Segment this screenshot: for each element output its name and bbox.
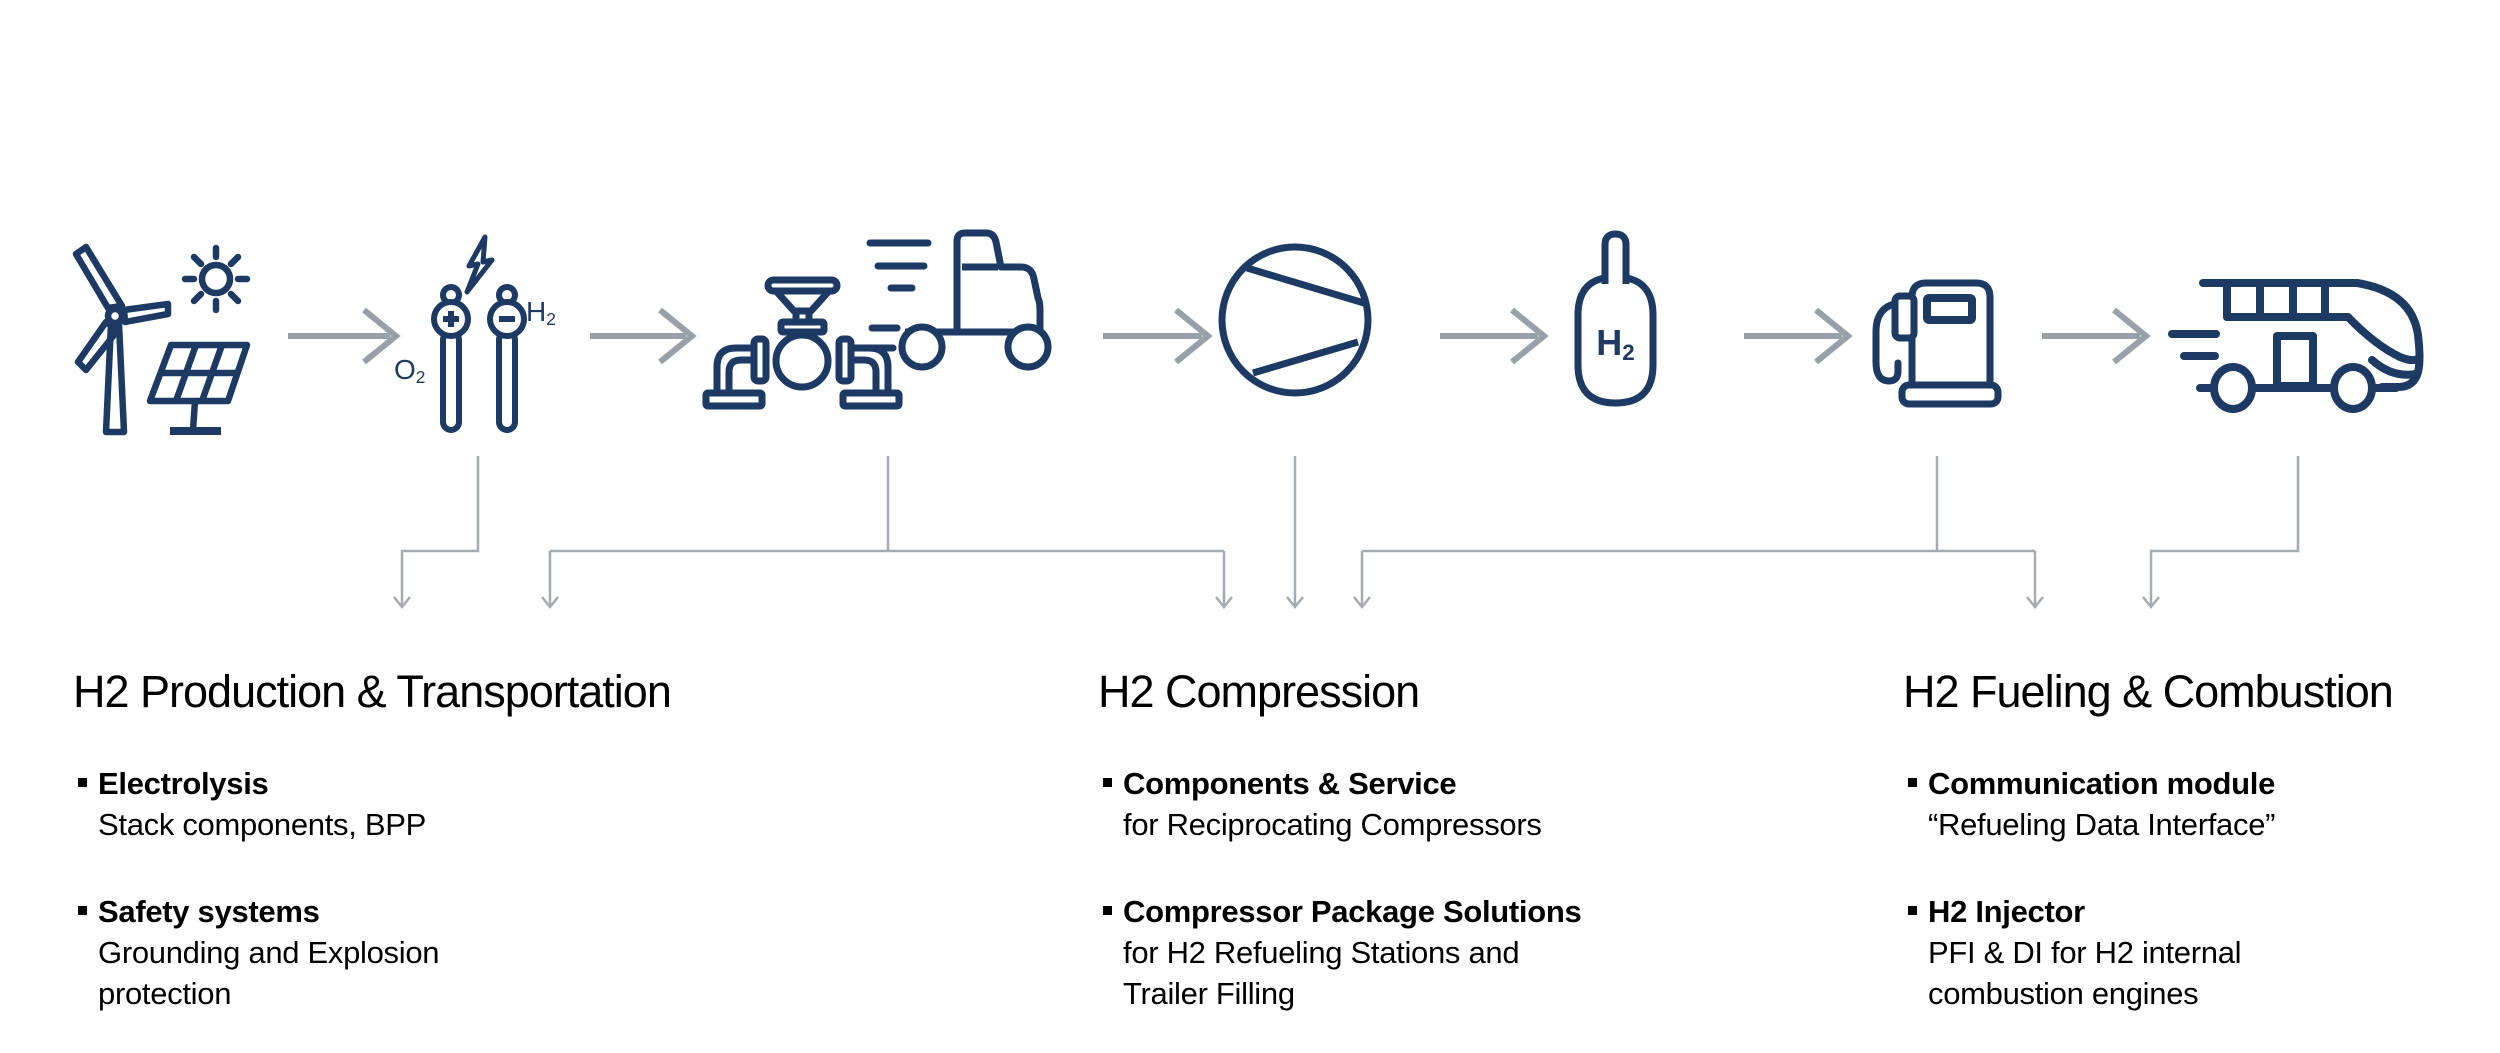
o2-subscript: 2 <box>415 366 426 387</box>
flow-arrow-1 <box>288 307 401 365</box>
tank-h2-label: H2 <box>1578 322 1653 366</box>
flow-arrow-6 <box>2042 307 2151 365</box>
connector-dispenser-branch <box>1353 456 2044 610</box>
bullet-content: H2 Injector PFI & DI for H2 internal com… <box>1928 891 2242 1014</box>
bullet-square-icon <box>1908 778 1917 787</box>
h2-bus-icon <box>2168 279 2424 413</box>
bullet-line: “Refueling Data Interface” <box>1928 807 2276 842</box>
connector-pipeline-truck-branch <box>541 456 1233 610</box>
bullet-line: PFI & DI for H2 internal <box>1928 935 2242 970</box>
bullet-title: Safety systems <box>98 894 320 929</box>
bullet-square-icon <box>1103 778 1112 787</box>
connector-bus-to-fueling <box>2142 456 2300 610</box>
flow-arrow-5 <box>1744 307 1853 365</box>
bullet-line: for H2 Refueling Stations and <box>1123 935 1520 970</box>
bullet-h2-injector: H2 Injector PFI & DI for H2 internal com… <box>1903 891 2242 1014</box>
h2-label: H2 <box>526 296 556 330</box>
bullet-content: Compressor Package Solutions for H2 Refu… <box>1123 891 1582 1014</box>
bullet-title: H2 Injector <box>1928 894 2085 929</box>
wind-solar-energy-icon <box>72 243 251 436</box>
bullet-title: Compressor Package Solutions <box>1123 894 1582 929</box>
bullet-line: Trailer Filling <box>1123 976 1295 1011</box>
bullet-content: Safety systems Grounding and Explosion p… <box>98 891 440 1014</box>
o2-label: O2 <box>394 354 425 388</box>
h2-storage-tank-icon <box>1574 230 1657 407</box>
bullet-line: Stack components, BPP <box>98 807 426 842</box>
bullet-title: Components & Service <box>1123 766 1457 801</box>
bullet-content: Components & Service for Reciprocating C… <box>1123 763 1542 845</box>
pipeline-valve-truck-icon <box>702 229 1052 410</box>
bullet-components-service: Components & Service for Reciprocating C… <box>1098 763 1542 845</box>
bullet-compressor-packages: Compressor Package Solutions for H2 Refu… <box>1098 891 1582 1014</box>
h2-subscript: 2 <box>546 308 556 329</box>
bullet-content: Electrolysis Stack components, BPP <box>98 763 426 845</box>
o2-base: O <box>394 354 416 385</box>
heading-h2-fueling-combustion: H2 Fueling & Combustion <box>1903 666 2394 717</box>
electrolysis-icon <box>431 234 527 433</box>
bullet-title: Communication module <box>1928 766 2276 801</box>
bullet-title: Electrolysis <box>98 766 269 801</box>
bullet-safety-systems: Safety systems Grounding and Explosion p… <box>73 891 440 1014</box>
h2-base: H <box>526 296 547 327</box>
flow-arrow-2 <box>590 307 697 365</box>
compressor-icon <box>1218 243 1372 397</box>
tank-h2-base: H <box>1596 322 1623 363</box>
h2-fuel-dispenser-icon <box>1872 279 2002 408</box>
heading-h2-compression: H2 Compression <box>1098 666 1420 717</box>
heading-h2-production-transportation: H2 Production & Transportation <box>73 666 672 717</box>
bullet-line: protection <box>98 976 232 1011</box>
flow-arrow-3 <box>1103 307 1213 365</box>
bullet-line: for Reciprocating Compressors <box>1123 807 1542 842</box>
bullet-line: combustion engines <box>1928 976 2199 1011</box>
connector-electrolysis-to-production <box>393 456 480 610</box>
bullet-square-icon <box>1103 906 1112 915</box>
bullet-content: Communication module “Refueling Data Int… <box>1928 763 2275 845</box>
flow-arrow-4 <box>1440 307 1549 365</box>
bullet-communication-module: Communication module “Refueling Data Int… <box>1903 763 2275 845</box>
bullet-electrolysis: Electrolysis Stack components, BPP <box>73 763 426 845</box>
bullet-line: Grounding and Explosion <box>98 935 440 970</box>
bullet-square-icon <box>78 906 87 915</box>
bullet-square-icon <box>1908 906 1917 915</box>
tank-h2-subscript: 2 <box>1622 339 1635 365</box>
connector-compressor-to-compression <box>1286 456 1304 610</box>
bullet-square-icon <box>78 778 87 787</box>
